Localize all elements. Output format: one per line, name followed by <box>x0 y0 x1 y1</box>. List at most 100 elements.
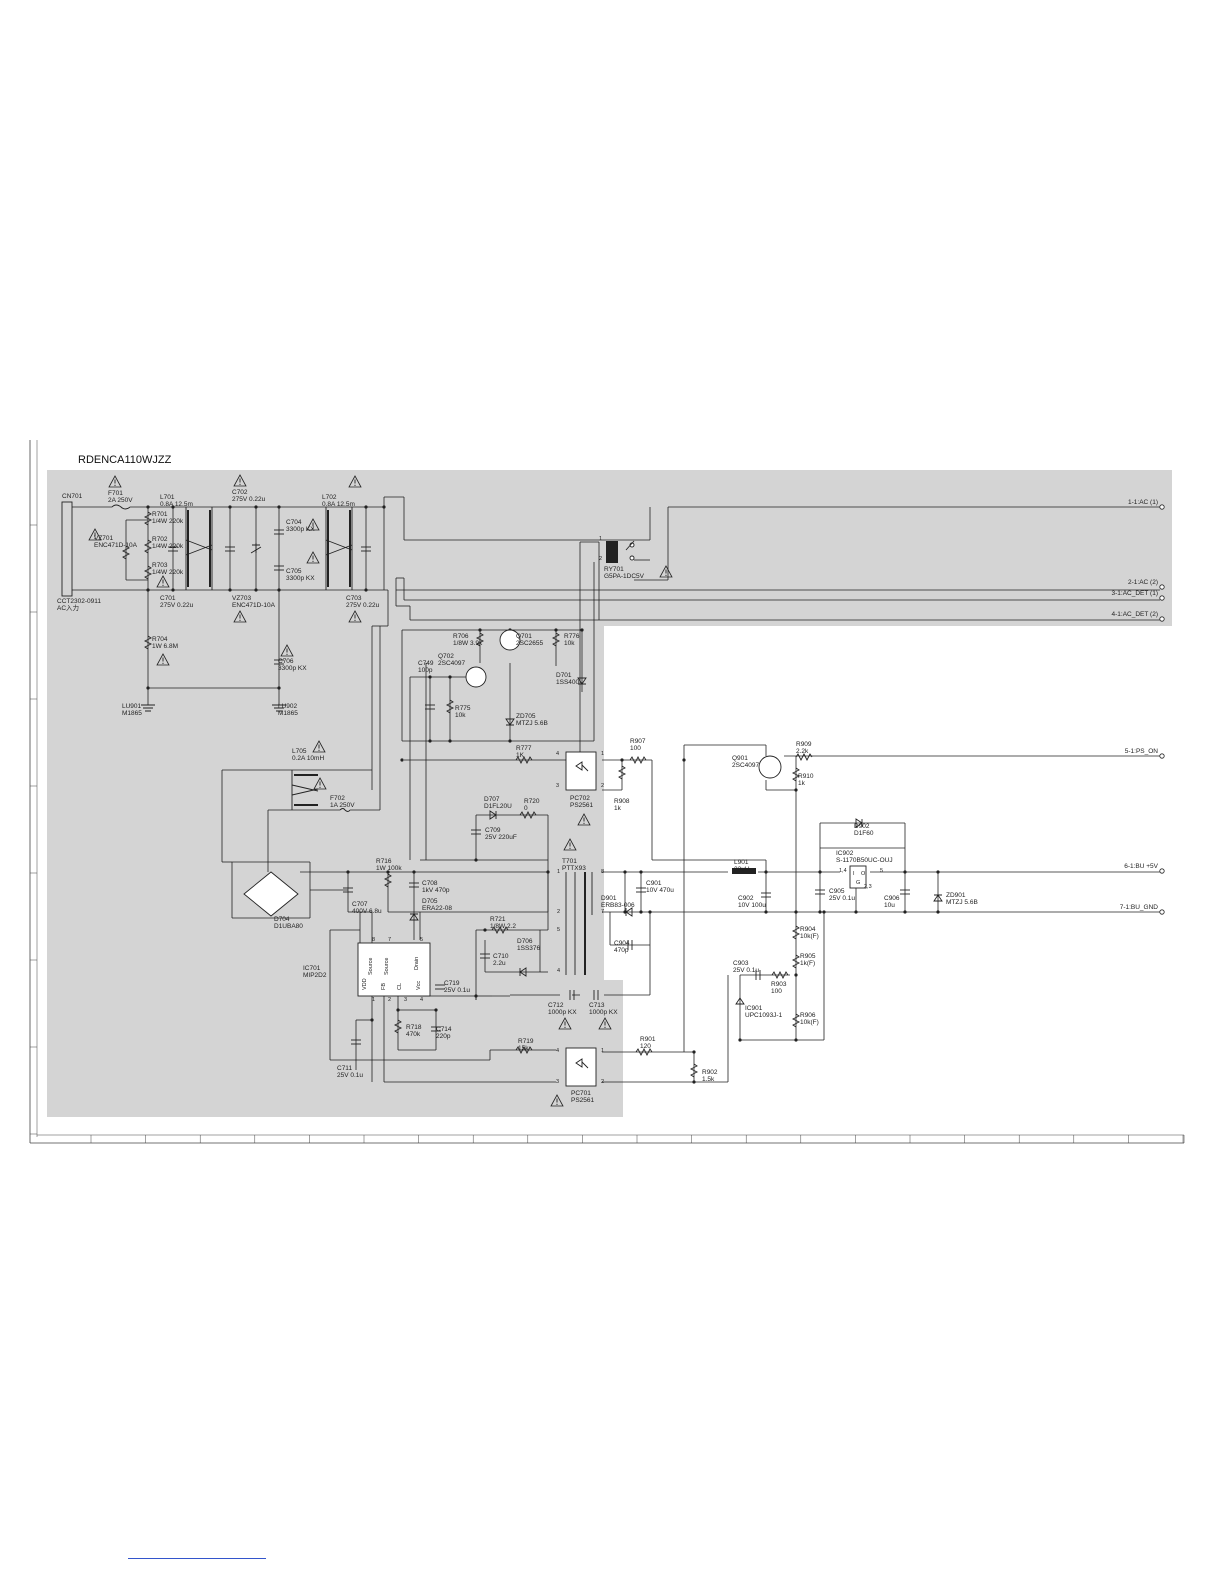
component-value-c708: 1kV 470p <box>422 887 450 894</box>
component-value-t701: PTTX93 <box>562 865 586 872</box>
component-value-d706: 1SS376 <box>517 945 541 952</box>
pin-number: 1 <box>599 536 602 542</box>
junction-dot <box>764 870 768 874</box>
component-ref-c902: C902 <box>738 895 754 902</box>
component-ref-l901: L901 <box>734 859 749 866</box>
component-value-q702: 2SC4097 <box>438 660 465 667</box>
ic902-pin-gnd: G <box>856 880 860 886</box>
component-ref-f702: F702 <box>330 795 345 802</box>
component-value-r910: 1k <box>798 780 806 787</box>
connector-terminals <box>1159 504 1165 915</box>
component-ref-ic902: IC902 <box>836 850 854 857</box>
connector-label-pson: 5-1:PS_ON <box>1125 748 1159 755</box>
component-ref-vz701: VZ701 <box>94 535 114 542</box>
junction-dot <box>508 739 512 743</box>
component-value-c702: 275V 0.22u <box>232 496 266 503</box>
component-value-q901: 2SC4097 <box>732 762 759 769</box>
connector-terminal-bugnd <box>1159 909 1165 915</box>
junction-dot <box>764 910 768 914</box>
component-ref-c904: C904 <box>614 940 630 947</box>
board-title: RDENCA110WJZZ <box>78 454 172 466</box>
ic902-pin-out: O <box>861 871 866 877</box>
junction-dot <box>692 1050 696 1054</box>
component-value-r719: 15k <box>518 1045 529 1052</box>
component-value-zd705: MTZJ 5.6B <box>516 720 548 727</box>
junction-dot <box>936 910 940 914</box>
component-value-f702: 1A 250V <box>330 802 355 809</box>
footer-link-underline <box>128 1558 266 1559</box>
component-value-lu901: M1865 <box>122 710 142 717</box>
component-value-r901: 120 <box>640 1043 651 1050</box>
component-ref-c707: C707 <box>352 901 368 908</box>
component-symbols <box>111 504 943 1087</box>
junction-dot <box>400 758 404 762</box>
component-value-r909: 2.2k <box>796 748 809 755</box>
junction-dot <box>818 910 822 914</box>
junction-dot <box>364 588 368 592</box>
component-value-c904: 470p <box>614 947 629 954</box>
pin-number: 1 <box>557 869 560 875</box>
component-value-ic701: MIP2D2 <box>303 972 327 979</box>
component-value-c713: 1000p KX <box>589 1009 618 1016</box>
junction-dot <box>412 870 416 874</box>
ic701-pin-label: Drain <box>414 957 420 970</box>
page-frame <box>29 440 1185 1144</box>
component-ref-r901: R901 <box>640 1036 656 1043</box>
junction-dot <box>794 973 798 977</box>
component-ref-c712: C712 <box>548 1002 564 1009</box>
component-ref-r702: R702 <box>152 536 168 543</box>
junction-dot <box>854 910 858 914</box>
junction-dot <box>648 910 652 914</box>
component-value-c711: 25V 0.1u <box>337 1072 363 1079</box>
junction-dot <box>171 588 175 592</box>
component-ref-d704: D704 <box>274 916 290 923</box>
component-value-r706: 1/8W 3.9k <box>453 640 483 647</box>
component-value-d707: D1FL20U <box>484 803 512 810</box>
pin-number: 3 <box>556 1079 559 1085</box>
junction-dot <box>386 870 390 874</box>
ic701-pin-number: 4 <box>420 997 423 1003</box>
component-ref-r909: R909 <box>796 741 812 748</box>
component-ref-r905: R905 <box>800 953 816 960</box>
component-ref-r777: R777 <box>516 745 532 752</box>
junction-dot <box>382 505 386 509</box>
component-value-vz701: ENC471D-10A <box>94 542 138 549</box>
component-ref-l701: L701 <box>160 494 175 501</box>
component-value-c709: 25V 220uF <box>485 834 517 841</box>
pin-number: 4 <box>557 968 560 974</box>
component-ref-r718: R718 <box>406 1024 422 1031</box>
component-ref-r906: R906 <box>800 1012 816 1019</box>
component-ref-vz703: VZ703 <box>232 595 252 602</box>
component-ref-q701: Q701 <box>516 633 532 640</box>
component-value-r718: 470k <box>406 1031 421 1038</box>
component-value-c706: 3300p KX <box>278 665 307 672</box>
component-value-l701: 0.8A 12.5m <box>160 501 193 508</box>
component-ref-c701: C701 <box>160 595 176 602</box>
pin-number: 2 <box>601 783 604 789</box>
component-ref-d902: D902 <box>854 823 870 830</box>
component-value-r703: 1/4W 220k <box>152 569 184 576</box>
pin-number: 8 <box>601 869 604 875</box>
component-ref-c905: C905 <box>829 888 845 895</box>
component-value-c714: 220p <box>436 1033 451 1040</box>
junction-dot <box>554 628 558 632</box>
ic902-pin-in: I <box>853 871 855 877</box>
component-value-r720: 0 <box>524 805 528 812</box>
component-ref-d707: D707 <box>484 796 500 803</box>
component-ref-ry701: RY701 <box>604 566 624 573</box>
ic701-pin-label: FB <box>381 983 387 990</box>
component-ref-c749: C749 <box>418 660 434 667</box>
component-value-d704: D1UBA80 <box>274 923 303 930</box>
junction-dot <box>171 505 175 509</box>
component-ref-c706: C706 <box>278 658 294 665</box>
component-ref-ic901: IC901 <box>745 1005 763 1012</box>
component-value-q701: 2SC2655 <box>516 640 543 647</box>
junction-dot <box>822 910 826 914</box>
component-ref-r716: R716 <box>376 858 392 865</box>
junction-dot <box>682 758 686 762</box>
component-ref-c704: C704 <box>286 519 302 526</box>
component-ref-pc702: PC702 <box>570 795 590 802</box>
component-value-l901: 22uH <box>734 866 750 873</box>
